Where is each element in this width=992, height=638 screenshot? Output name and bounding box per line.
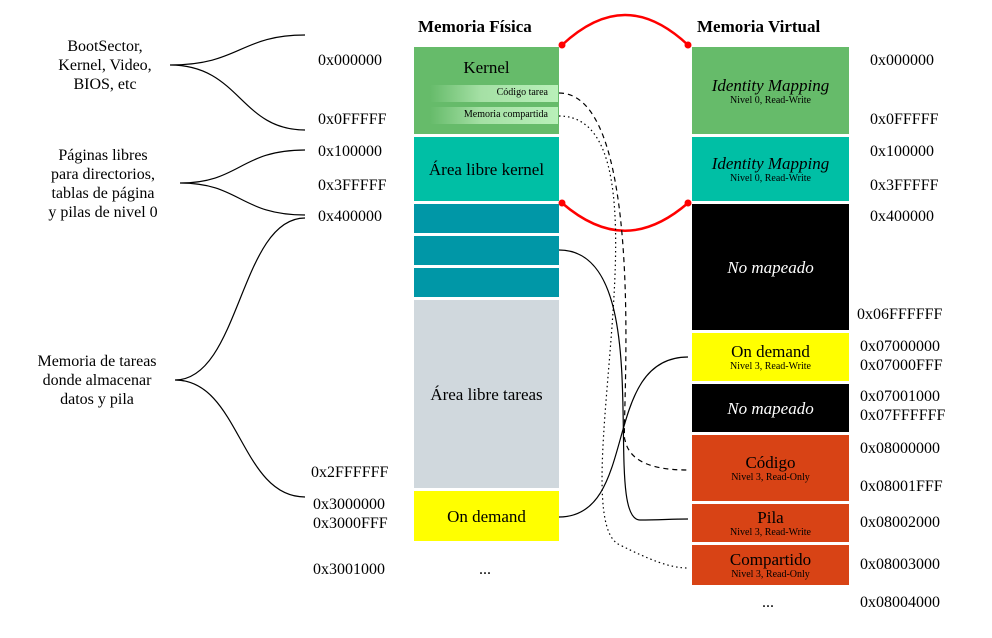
phys-addr-0x3000fff: 0x3000FFF [313, 515, 388, 532]
phys-ellipsis: ... [479, 561, 491, 578]
virt-addr-0x07ffffff: 0x07FFFFFF [860, 407, 946, 424]
physical-memory-header: Memoria Física [418, 17, 532, 36]
phys-addr-0x0fffff: 0x0FFFFF [318, 111, 387, 128]
phys-addr-0x100000: 0x100000 [318, 143, 382, 160]
virt-block-compartido: Compartido Nivel 3, Read-Only [692, 545, 849, 585]
phys-addr-0x3fffff: 0x3FFFFF [318, 177, 387, 194]
brace-bootsector [169, 34, 306, 131]
brace-task-memory [174, 217, 306, 498]
note-bootsector: BootSector,Kernel, Video,BIOS, etc [58, 38, 152, 93]
virt-addr-0x0fffff: 0x0FFFFF [870, 111, 939, 128]
virt-addr-0x07000fff: 0x07000FFF [860, 357, 943, 374]
virt-addr-0x08003000: 0x08003000 [860, 556, 940, 573]
phys-addr-0x2ffffff: 0x2FFFFFF [311, 464, 389, 481]
virt-addr-0x100000: 0x100000 [870, 143, 934, 160]
map-ondemand-line [558, 356, 689, 518]
map-codigo-line [558, 92, 689, 471]
phys-addr-0x3000000: 0x3000000 [313, 496, 385, 513]
virt-addr-0x08000000: 0x08000000 [860, 440, 940, 457]
phys-addr-0x400000: 0x400000 [318, 208, 382, 225]
virt-addr-0x08001fff: 0x08001FFF [860, 478, 943, 495]
virt-addr-0x06ffffff: 0x06FFFFFF [857, 306, 943, 323]
virt-block-pila: Pila Nivel 3, Read-Write [692, 504, 849, 542]
map-compartido-line [558, 115, 689, 569]
identity-arc-bottom [561, 202, 689, 232]
virt-addr-0x08002000: 0x08002000 [860, 514, 940, 531]
phys-block-page-3 [414, 268, 559, 297]
phys-block-on-demand: On demand [414, 491, 559, 541]
virt-block-identity-2: Identity Mapping Nivel 0, Read-Write [692, 137, 849, 201]
phys-subblock-codigo-tarea: Código tarea [430, 85, 558, 102]
brace-free-pages [179, 149, 306, 216]
virt-addr-0x400000: 0x400000 [870, 208, 934, 225]
identity-arc-top [561, 13, 689, 46]
phys-addr-0x3001000: 0x3001000 [313, 561, 385, 578]
virt-block-on-demand: On demand Nivel 3, Read-Write [692, 333, 849, 381]
phys-block-area-libre-tareas: Área libre tareas [414, 300, 559, 488]
phys-block-page-2 [414, 236, 559, 265]
virt-ellipsis: ... [762, 594, 774, 611]
virt-addr-0x000000: 0x000000 [870, 52, 934, 69]
phys-addr-0x000000: 0x000000 [318, 52, 382, 69]
virt-block-no-mapeado-2: No mapeado [692, 384, 849, 432]
map-pila-line [558, 249, 689, 521]
virt-block-codigo: Código Nivel 3, Read-Only [692, 435, 849, 501]
virt-addr-0x07000000: 0x07000000 [860, 338, 940, 355]
phys-block-area-libre-kernel: Área libre kernel [414, 137, 559, 201]
virt-block-no-mapeado-1: No mapeado [692, 204, 849, 330]
phys-subblock-memoria-compartida: Memoria compartida [430, 107, 558, 124]
phys-block-page-1 [414, 204, 559, 233]
virt-addr-0x3fffff: 0x3FFFFF [870, 177, 939, 194]
virtual-memory-header: Memoria Virtual [697, 17, 821, 36]
virt-addr-0x08004000: 0x08004000 [860, 594, 940, 611]
virt-addr-0x07001000: 0x07001000 [860, 388, 940, 405]
virt-block-identity-1: Identity Mapping Nivel 0, Read-Write [692, 47, 849, 134]
